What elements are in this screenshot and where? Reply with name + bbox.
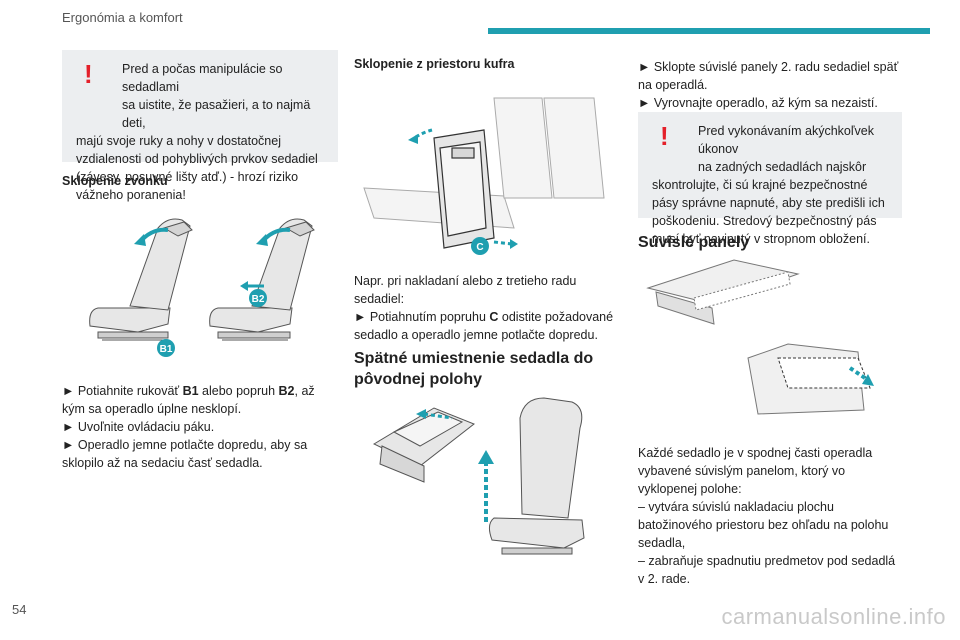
ref-b1: B1 bbox=[182, 384, 199, 398]
badge-b1-label: B1 bbox=[160, 344, 173, 355]
badge-c bbox=[471, 237, 489, 255]
page-number: 54 bbox=[12, 602, 27, 617]
trunk-intro: Napr. pri nakladaní alebo z tretieho rad… bbox=[354, 274, 577, 306]
panels-item-prevents-falling: – zabraňuje spadnutiu predmetov pod seda… bbox=[638, 554, 896, 586]
section-title: Ergonómia a komfort bbox=[62, 10, 183, 25]
panels-intro: Každé sedadlo je v spodnej časti operadl… bbox=[638, 446, 873, 496]
badge-b2-label: B2 bbox=[252, 294, 265, 305]
subheading-outside-fold: Sklopenie zvonku bbox=[62, 174, 168, 188]
ref-b2: B2 bbox=[278, 384, 295, 398]
warning-rest: majú svoje ruky a nohy v dostatočnej vzd… bbox=[76, 134, 318, 202]
step-straighten-backrest: ► Vyrovnajte operadlo, až kým sa nezaist… bbox=[638, 96, 878, 110]
continuous-panels-illustration bbox=[638, 258, 900, 428]
step-release-lever: ► Uvoľnite ovládaciu páku. bbox=[62, 420, 215, 434]
step-push-backrest: ► Operadlo jemne potlačte dopredu, aby s… bbox=[62, 438, 308, 470]
heading-seat-return: Spätné umiestnenie sedadla do pôvodnej p… bbox=[354, 350, 594, 388]
seat-fold-trunk-illustration: C bbox=[354, 78, 616, 256]
ref-c: C bbox=[489, 310, 499, 324]
warning-rest: skontrolujte, či sú krajné bezpečnostné … bbox=[652, 178, 885, 246]
warning-exclamation-icon: ! bbox=[84, 59, 93, 89]
subheading-trunk-fold: Sklopenie z priestoru kufra bbox=[354, 57, 515, 71]
step-fold-panels-back: ► Sklopte súvislé panely 2. radu sedadie… bbox=[638, 60, 899, 92]
panels-item-loading-surface: – vytvára súvislú nakladaciu plochu bato… bbox=[638, 500, 889, 550]
warning-second-line: na zadných sedadlách najskôr bbox=[698, 160, 867, 174]
seat-fold-outside-illustration: B1 B2 bbox=[68, 198, 338, 368]
watermark: carmanualsonline.info bbox=[721, 604, 946, 629]
seat-return-illustration bbox=[354, 388, 616, 574]
badge-b1 bbox=[157, 339, 175, 357]
header-accent-bar bbox=[488, 28, 930, 34]
heading-continuous-panels: Súvislé panely bbox=[638, 234, 750, 251]
step-pull-handle: ► Potiahnite rukoväť B1 alebo popruh B2,… bbox=[62, 384, 315, 416]
warning-first-line: Pred vykonávaním akýchkoľvek úkonov bbox=[698, 124, 874, 156]
warning-box-seats: ! Pred a počas manipulácie so sedadlami … bbox=[62, 50, 338, 202]
badge-c-label: C bbox=[476, 242, 483, 253]
step-pull-strap-c: ► Potiahnutím popruhu C odistite požadov… bbox=[354, 310, 614, 342]
warning-second-line: sa uistite, že pasažieri, a to najmä det… bbox=[122, 98, 311, 130]
badge-b2 bbox=[249, 289, 267, 307]
warning-first-line: Pred a počas manipulácie so sedadlami bbox=[122, 62, 283, 94]
warning-exclamation-icon: ! bbox=[660, 121, 669, 151]
warning-box-belts: ! Pred vykonávaním akýchkoľvek úkonov na… bbox=[638, 112, 902, 246]
